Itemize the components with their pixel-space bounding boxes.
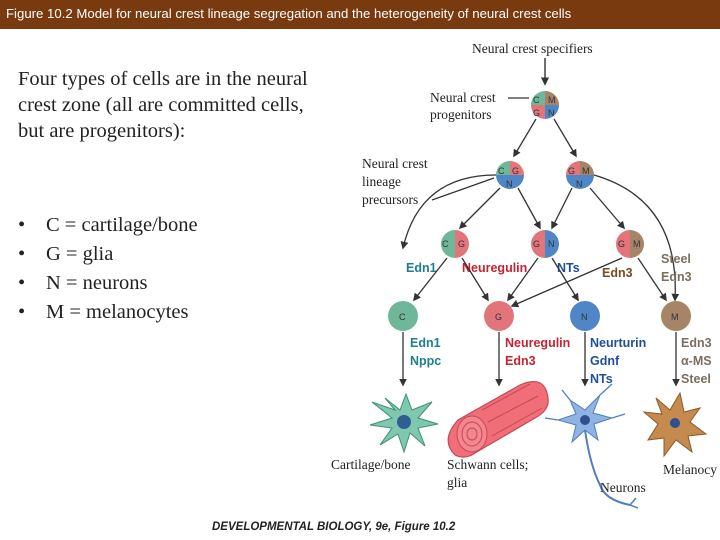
- neuron-illustration: [544, 383, 639, 509]
- terminal-letter-n: N: [581, 312, 588, 322]
- terminal-cell-c: C: [388, 301, 418, 331]
- factor-steel-a: Steel: [661, 252, 691, 266]
- intro-text: Four types of cells are in the neural cr…: [18, 68, 308, 142]
- precursor2-letter-m: M: [582, 166, 590, 176]
- terminal-cell-n: N: [570, 301, 600, 331]
- precursor1-letter-n: N: [506, 179, 513, 189]
- arrow-to-gmn: [553, 118, 577, 158]
- melanocyte-illustration: [642, 391, 708, 458]
- factor-nts-b: NTs: [590, 372, 613, 386]
- factor-edn3-d: Edn3: [681, 336, 712, 350]
- arrow-to-cgn: [513, 118, 537, 158]
- bullet-marker: •: [18, 272, 26, 294]
- factor-nts-a: NTs: [557, 261, 580, 275]
- schwann-cell-illustration: [447, 381, 549, 458]
- bullet-text: N = neurons: [46, 272, 148, 294]
- fate-cartilage: Cartilage/bone: [331, 457, 410, 472]
- factor-neuregulin-a: Neuregulin: [462, 261, 527, 275]
- arrow-gn-to-n: [551, 257, 579, 302]
- bipotent-cell-cg: C G: [441, 230, 469, 258]
- arrow-gm-to-g: [510, 257, 623, 308]
- list-item: • C = cartilage/bone: [18, 211, 198, 240]
- progenitor-letter-g: G: [533, 108, 540, 118]
- terminal-cell-g: G: [484, 301, 514, 331]
- progenitor-letter-m: M: [548, 95, 556, 105]
- bullet-marker: •: [18, 243, 26, 265]
- precursor2-letter-n: N: [576, 179, 583, 189]
- arrow-cg-to-g: [461, 257, 489, 302]
- factor-edn3-c: Edn3: [505, 354, 536, 368]
- factor-edn1-a: Edn1: [406, 261, 437, 275]
- figure-credit: DEVELOPMENTAL BIOLOGY, 9e, Figure 10.2: [212, 521, 456, 533]
- bullet-marker: •: [18, 301, 26, 323]
- list-item: • G = glia: [18, 240, 198, 269]
- fate-neurons: Neurons: [600, 480, 646, 495]
- bipotent-cell-gm: G M: [616, 230, 644, 258]
- arrow-cg-to-c: [413, 257, 448, 302]
- arrow-to-cg: [458, 187, 501, 230]
- list-item: • M = melanocytes: [18, 298, 198, 327]
- arrow-to-gm: [589, 187, 626, 230]
- factor-neuregulin-b: Neuregulin: [505, 336, 570, 350]
- precursor-cell-gmn: G M N: [566, 161, 594, 189]
- arrow-to-m-direct: [593, 174, 680, 302]
- progenitors-label-line2: progenitors: [430, 107, 492, 122]
- factor-steel-b: Steel: [681, 372, 711, 386]
- fate-schwann-line2: glia: [447, 475, 467, 490]
- factor-nppc: Nppc: [410, 354, 441, 368]
- bipotent-cell-gn: G N: [531, 230, 559, 258]
- bipotent2-letter-g: G: [533, 239, 540, 249]
- bipotent2-letter-n: N: [548, 239, 555, 249]
- specifiers-label: Neural crest specifiers: [472, 41, 593, 56]
- terminal-letter-m: M: [671, 312, 679, 322]
- terminal-letter-g: G: [495, 312, 502, 322]
- precursors-label-line3: precursors: [362, 192, 418, 207]
- terminal-letter-c: C: [399, 312, 406, 322]
- factor-edn1-b: Edn1: [410, 336, 441, 350]
- progenitor-cell: C M G N: [531, 91, 559, 119]
- fate-melanocytes: Melanocy: [663, 462, 717, 477]
- precursor1-letter-g: G: [512, 166, 519, 176]
- title-bar: Figure 10.2 Model for neural crest linea…: [0, 0, 720, 29]
- progenitor-letter-c: C: [533, 95, 540, 105]
- bipotent1-letter-g: G: [458, 239, 465, 249]
- progenitors-label-line1: Neural crest: [430, 90, 496, 105]
- terminal-cell-m: M: [661, 301, 691, 331]
- bipotent3-letter-m: M: [633, 239, 641, 249]
- slide-title: Figure 10.2 Model for neural crest linea…: [6, 6, 572, 21]
- arrow-gn-to-g: [507, 257, 539, 302]
- bullet-text: G = glia: [46, 243, 114, 265]
- precursors-pointer: [431, 177, 495, 201]
- cell-type-list: • C = cartilage/bone • G = glia • N = neuro…: [18, 211, 198, 327]
- progenitor-letter-n: N: [548, 108, 555, 118]
- precursors-label-line1: Neural crest: [362, 156, 428, 171]
- factor-gdnf: Gdnf: [590, 354, 620, 368]
- precursor2-letter-g: G: [568, 166, 575, 176]
- arrow-to-gn-2: [551, 187, 573, 230]
- bipotent1-letter-c: C: [442, 239, 449, 249]
- bullet-marker: •: [18, 214, 26, 236]
- bipotent3-letter-g: G: [618, 239, 625, 249]
- arrow-gm-to-m: [637, 257, 667, 302]
- fate-schwann-line1: Schwann cells;: [447, 457, 528, 472]
- precursors-label-line2: lineage: [362, 174, 401, 189]
- arrow-to-gn: [517, 187, 541, 230]
- precursor1-letter-c: C: [498, 166, 505, 176]
- factor-edn3-b: Edn3: [661, 270, 692, 284]
- arrow-to-c-direct: [400, 174, 497, 250]
- factor-amsh: α-MS: [681, 354, 712, 368]
- chondrocyte-illustration: [369, 392, 439, 454]
- precursor-cell-cgn: C G N: [496, 161, 524, 189]
- factor-neurturin: Neurturin: [590, 336, 646, 350]
- factor-edn3-a: Edn3: [602, 266, 633, 280]
- bullet-text: M = melanocytes: [46, 301, 189, 323]
- bullet-text: C = cartilage/bone: [46, 214, 198, 236]
- list-item: • N = neurons: [18, 269, 198, 298]
